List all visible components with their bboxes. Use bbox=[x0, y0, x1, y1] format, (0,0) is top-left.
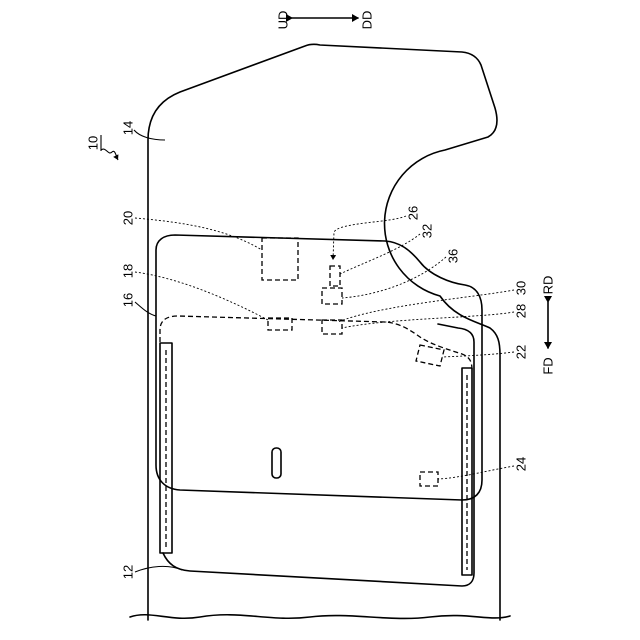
component-box-24 bbox=[420, 472, 438, 486]
leader-24 bbox=[438, 466, 514, 479]
label-rd: RD bbox=[541, 276, 556, 295]
label-10: 10 bbox=[86, 136, 101, 150]
label-28: 28 bbox=[514, 304, 529, 318]
dashed-inner-region bbox=[160, 316, 472, 370]
label-32: 32 bbox=[420, 224, 435, 238]
component-box-28 bbox=[322, 320, 342, 334]
break-line bbox=[130, 615, 510, 619]
leader-28 bbox=[342, 312, 514, 328]
label-18: 18 bbox=[121, 264, 136, 278]
label-36: 36 bbox=[446, 249, 461, 263]
label-fd: FD bbox=[541, 357, 556, 374]
label-20: 20 bbox=[121, 211, 136, 225]
label-26: 26 bbox=[406, 206, 421, 220]
component-box-32 bbox=[330, 266, 340, 286]
leader-16 bbox=[135, 302, 156, 316]
inner-panel-outline bbox=[156, 235, 482, 500]
label-30: 30 bbox=[514, 281, 529, 295]
component-box-36 bbox=[322, 288, 342, 304]
label-12: 12 bbox=[121, 565, 136, 579]
leader-14 bbox=[134, 130, 165, 140]
leader-10-arrow bbox=[101, 149, 118, 160]
outer-body-outline bbox=[148, 44, 500, 620]
component-box-20 bbox=[262, 238, 298, 280]
label-24: 24 bbox=[514, 457, 529, 471]
leader-20 bbox=[135, 218, 262, 250]
label-16: 16 bbox=[121, 293, 136, 307]
leader-22 bbox=[442, 352, 514, 357]
slot bbox=[272, 448, 281, 478]
label-ud: UD bbox=[276, 11, 291, 30]
leader-36 bbox=[342, 257, 446, 298]
component-box-22 bbox=[416, 345, 444, 366]
label-14: 14 bbox=[121, 121, 136, 135]
label-dd: DD bbox=[360, 11, 375, 30]
leader-30 bbox=[338, 290, 514, 322]
label-22: 22 bbox=[514, 345, 529, 359]
leader-12 bbox=[135, 566, 182, 572]
leader-18 bbox=[135, 272, 268, 320]
lower-frame-outline bbox=[163, 324, 474, 586]
leader-26 bbox=[333, 216, 406, 260]
